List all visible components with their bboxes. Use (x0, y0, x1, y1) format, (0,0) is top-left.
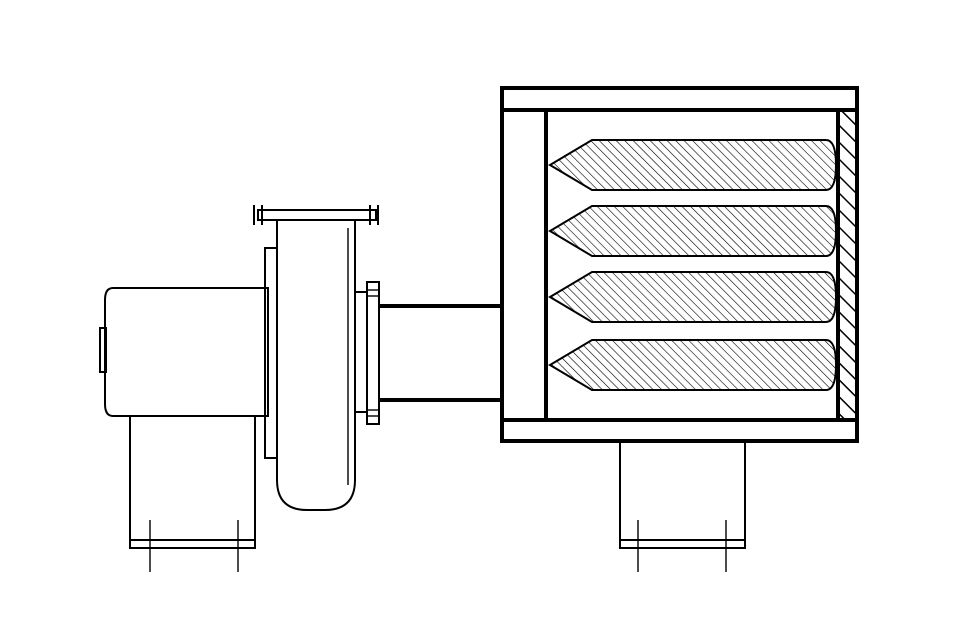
clean-air-plate (837, 109, 858, 421)
filter-housing (500, 86, 859, 572)
filter-bag-4 (548, 339, 838, 391)
fan-inlet-boss (354, 291, 368, 413)
filter-bag-2 (548, 205, 838, 257)
motor-end-cap (99, 327, 107, 373)
motor-support (129, 416, 256, 572)
connecting-duct (366, 281, 502, 425)
filter-bag-1 (548, 139, 838, 191)
fan-back-plate (264, 247, 278, 459)
filter-bags (548, 139, 838, 391)
duct-flange (366, 281, 380, 425)
fan-outlet-flange (253, 205, 379, 225)
motor-body (104, 287, 269, 417)
fan (253, 205, 379, 511)
filter-bag-3 (548, 271, 838, 323)
fan-volute (276, 219, 356, 511)
housing-support (619, 441, 746, 572)
motor (99, 287, 269, 572)
